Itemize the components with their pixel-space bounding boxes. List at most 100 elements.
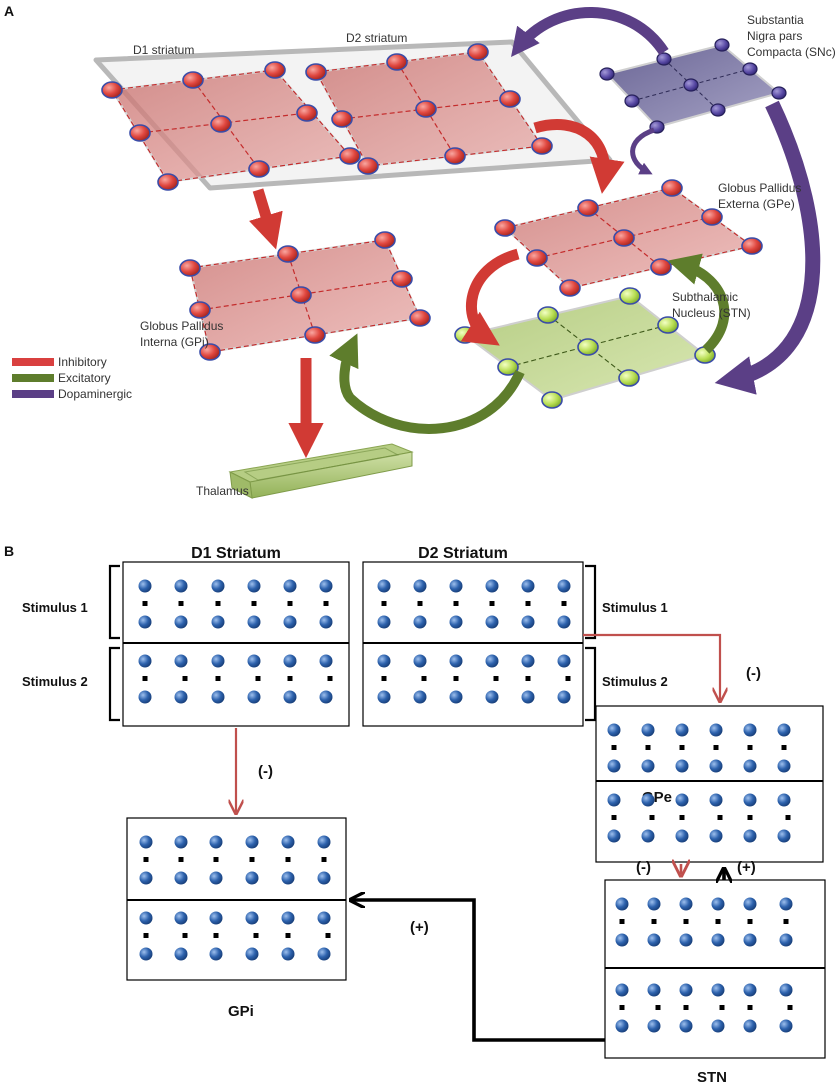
neuron-dot <box>449 615 463 629</box>
neuron-dot <box>709 793 723 807</box>
neuron-dot <box>607 793 621 807</box>
neuron-dot <box>709 759 723 773</box>
arrow-stn-to-gpe <box>667 253 730 354</box>
neuron-dot <box>174 835 188 849</box>
panel-b-letter: B <box>4 543 14 559</box>
connection-marker <box>327 676 333 681</box>
sign-d1-to-gpi: (-) <box>258 763 273 780</box>
connection-marker <box>489 601 495 606</box>
connection-marker <box>525 676 531 681</box>
label-snc-2: Nigra pars <box>747 29 802 43</box>
neuron-dot <box>743 1019 757 1033</box>
neuron-dot <box>641 723 655 737</box>
neuron-dot <box>139 835 153 849</box>
connection-marker <box>679 745 685 750</box>
neuron-dot <box>647 983 661 997</box>
panel-b: B D1 Striatum D2 Striatum Stimu <box>4 543 826 1086</box>
connection-marker <box>715 919 721 924</box>
neuron-dot <box>209 835 223 849</box>
neuron-dot <box>615 933 629 947</box>
label-gpi-2: Interna (GPi) <box>140 335 209 349</box>
panel-a: A <box>4 3 836 499</box>
neuron-dot <box>743 793 757 807</box>
connection-marker <box>213 857 219 862</box>
legend-swatch-inhibitory <box>12 358 54 366</box>
connection-marker <box>178 601 184 606</box>
neuron-dot <box>485 654 499 668</box>
neuron-dot <box>281 835 295 849</box>
label-stn: STN <box>697 1069 727 1086</box>
neuron-dot <box>679 983 693 997</box>
connection-marker <box>679 815 685 820</box>
neuron-dot <box>281 871 295 885</box>
neuron-dot <box>139 947 153 961</box>
connection-marker <box>783 919 789 924</box>
panel-a-neurons-purple <box>599 38 787 134</box>
label-gpe-2: Externa (GPe) <box>718 197 795 211</box>
sign-stn-to-gpi: (+) <box>410 919 429 936</box>
neuron-dot <box>485 690 499 704</box>
connection-marker <box>561 601 567 606</box>
neuron-dot <box>743 897 757 911</box>
neuron-dot <box>647 933 661 947</box>
neuron-dot <box>779 1019 793 1033</box>
connection-marker <box>249 857 255 862</box>
gpe-box <box>595 705 824 863</box>
panel-b-neurons <box>138 579 793 1033</box>
arrow-stn-to-gpi <box>329 333 525 434</box>
neuron-dot <box>641 829 655 843</box>
neuron-dot <box>777 829 791 843</box>
neuron-dot <box>675 793 689 807</box>
connection-marker <box>781 745 787 750</box>
neuron-dot <box>615 897 629 911</box>
neuron-dot <box>413 690 427 704</box>
neuron-dot <box>209 947 223 961</box>
title-d1-striatum: D1 Striatum <box>191 545 281 562</box>
label-gpi: GPi <box>228 1003 254 1020</box>
connection-marker <box>683 919 689 924</box>
connection-marker <box>143 857 149 862</box>
connection-marker <box>649 815 655 820</box>
neuron-dot <box>521 615 535 629</box>
neuron-dot <box>174 690 188 704</box>
neuron-dot <box>607 829 621 843</box>
legend-swatch-excitatory <box>12 374 54 382</box>
sign-d2-to-gpe: (-) <box>746 665 761 682</box>
arrow-snc-to-gpe <box>630 127 655 175</box>
neuron-dot <box>174 654 188 668</box>
label-gpe-1: Globus Pallidus <box>718 181 801 195</box>
neuron-dot <box>283 615 297 629</box>
neuron-dot <box>485 615 499 629</box>
neuron-dot <box>679 897 693 911</box>
neuron-dot <box>319 579 333 593</box>
neuron-dot <box>377 579 391 593</box>
neuron-dot <box>615 1019 629 1033</box>
neuron-dot <box>413 579 427 593</box>
neuron-dot <box>647 897 661 911</box>
neuron-dot <box>709 723 723 737</box>
sign-gpe-to-stn: (-) <box>636 859 651 876</box>
neuron-dot <box>779 933 793 947</box>
neuron-dot <box>174 947 188 961</box>
neuron-dot <box>777 723 791 737</box>
label-stimulus-1-left: Stimulus 1 <box>22 600 88 615</box>
label-d2-striatum: D2 striatum <box>346 31 407 45</box>
neuron-dot <box>607 723 621 737</box>
connection-marker <box>251 601 257 606</box>
neuron-dot <box>521 654 535 668</box>
connection-marker <box>719 1005 725 1010</box>
connection-marker <box>143 933 149 938</box>
panel-a-neurons-red <box>101 43 763 361</box>
neuron-dot <box>317 947 331 961</box>
neuron-dot <box>174 871 188 885</box>
connection-marker <box>747 1005 753 1010</box>
thalamus-box <box>228 443 414 499</box>
neuron-dot <box>247 690 261 704</box>
neuron-dot <box>247 654 261 668</box>
connection-marker <box>785 815 791 820</box>
neuron-dot <box>641 793 655 807</box>
neuron-dot <box>211 579 225 593</box>
panel-a-letter: A <box>4 3 14 19</box>
connection-marker <box>213 933 219 938</box>
neuron-dot <box>743 933 757 947</box>
